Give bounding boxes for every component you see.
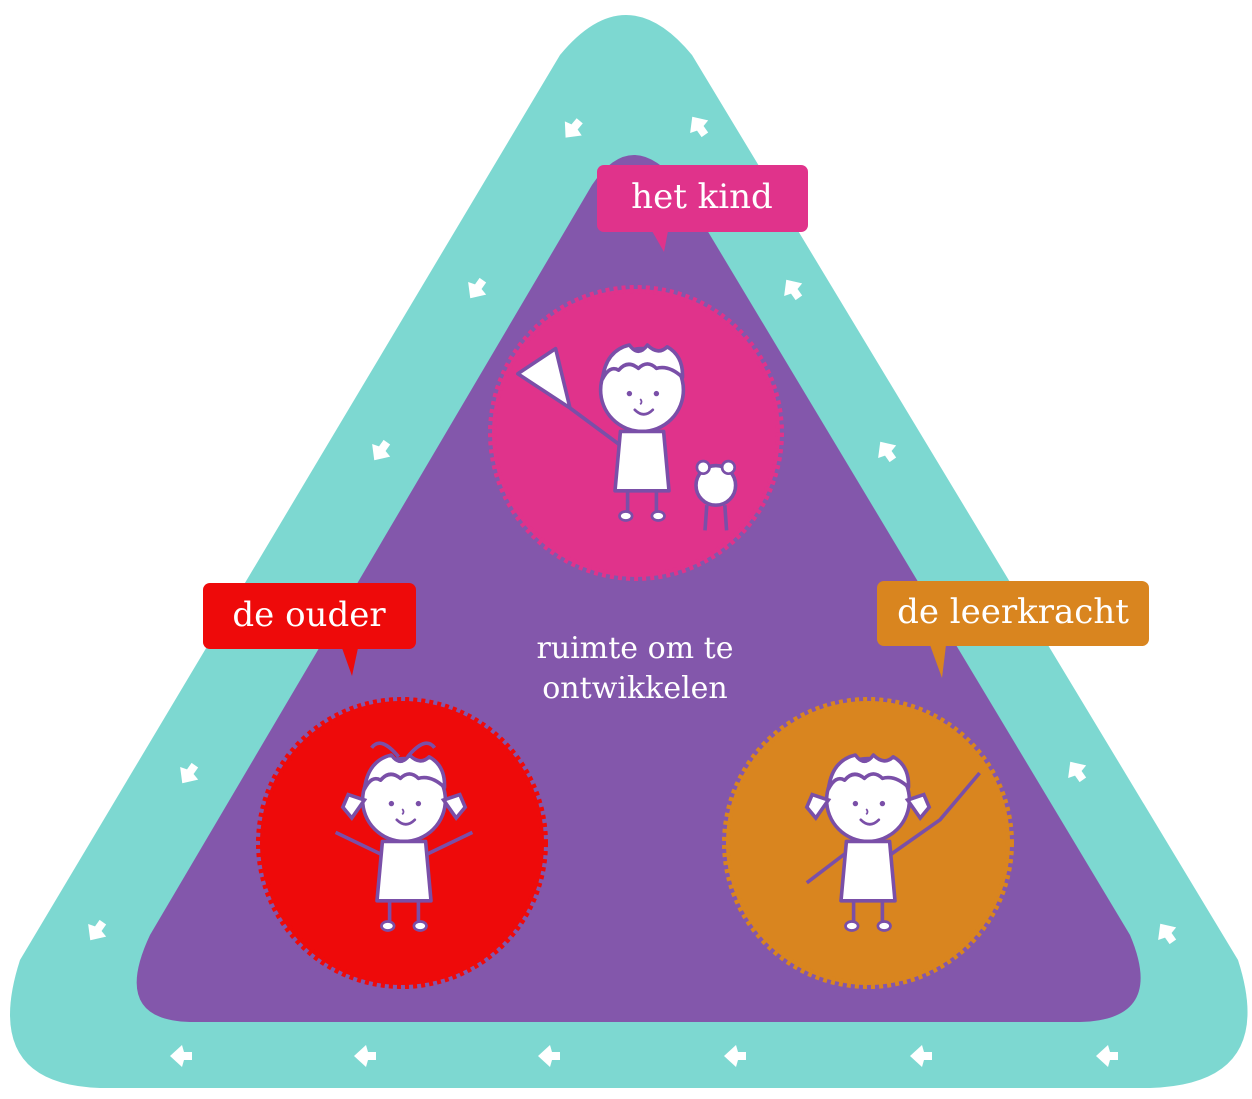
ouder-label-text: de ouder — [232, 595, 386, 635]
kind-label: het kind — [597, 165, 808, 252]
child-with-net-and-teddy-icon — [515, 343, 738, 531]
girl-with-pointer-icon — [804, 753, 981, 933]
kind-label-text: het kind — [631, 177, 773, 217]
center-text-line2: ontwikkelen — [542, 671, 728, 706]
center-text-line1: ruimte om te — [537, 631, 734, 666]
ouder-label: de ouder — [203, 583, 416, 676]
leerkracht-label: de leerkracht — [877, 581, 1149, 678]
kind-node — [488, 285, 784, 581]
ouder-node — [256, 697, 548, 989]
girl-waving-icon — [334, 741, 474, 933]
leerkracht-label-text: de leerkracht — [897, 592, 1129, 632]
leerkracht-node — [722, 697, 1014, 989]
